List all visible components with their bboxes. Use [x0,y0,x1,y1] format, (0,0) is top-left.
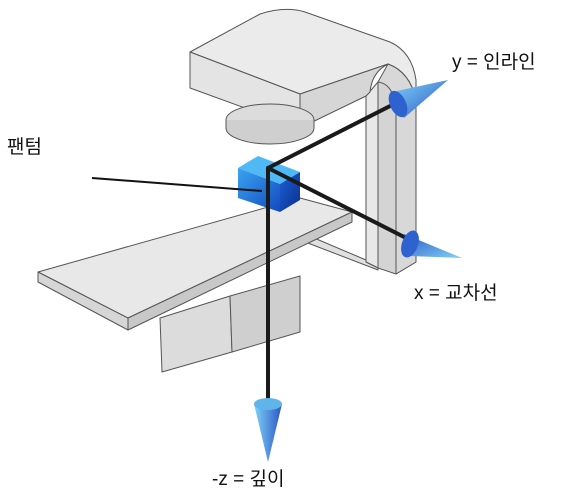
x-axis-label: x = 교차선 [414,283,498,304]
patient-couch [37,197,353,373]
phantom-label: 팬텀 [7,137,42,158]
y-axis-cone-icon [388,80,448,118]
z-axis-cone-icon [254,398,282,462]
y-axis-line [266,97,406,170]
x-axis-cone-icon [401,230,462,258]
coordinate-axes [266,97,412,406]
phantom-leader-line [91,177,263,192]
z-axis-label: -z = 깊이 [212,469,285,490]
y-axis-label: y = 인라인 [452,52,536,73]
gantry [189,8,417,275]
x-axis-line [266,166,412,242]
